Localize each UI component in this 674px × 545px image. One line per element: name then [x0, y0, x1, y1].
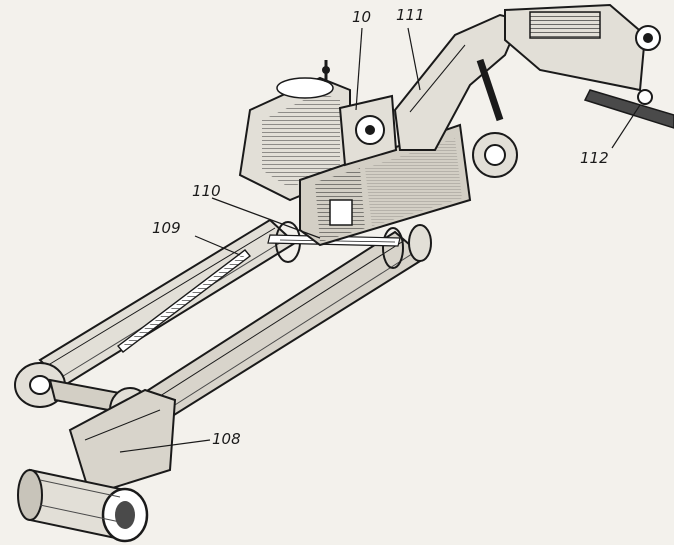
- crossbeam-box: [299, 123, 472, 247]
- roller-drum: [17, 468, 149, 543]
- leader-110: [211, 197, 321, 239]
- leader-111: [407, 27, 421, 91]
- label-111: 111: [396, 6, 425, 24]
- valve-head-assembly: [504, 3, 661, 105]
- label-10: 10: [352, 8, 371, 26]
- leader-10: [355, 27, 363, 111]
- leader-108: [119, 439, 211, 453]
- label-110: 110: [192, 182, 221, 200]
- frame-and-motor-housing: [238, 60, 351, 202]
- label-109: 109: [152, 219, 181, 237]
- leader-lines: [119, 27, 641, 453]
- slotted-scale-109: [116, 249, 252, 353]
- label-112: 112: [580, 149, 609, 167]
- shaft-112: [583, 89, 674, 129]
- leader-112: [611, 104, 641, 149]
- drive-unit-10: [338, 94, 398, 167]
- lever-arm-111: [393, 13, 522, 178]
- label-108: 108: [212, 430, 241, 448]
- callout-labels: 10 111 112 110 109 108: [152, 6, 609, 448]
- leader-109: [194, 235, 241, 256]
